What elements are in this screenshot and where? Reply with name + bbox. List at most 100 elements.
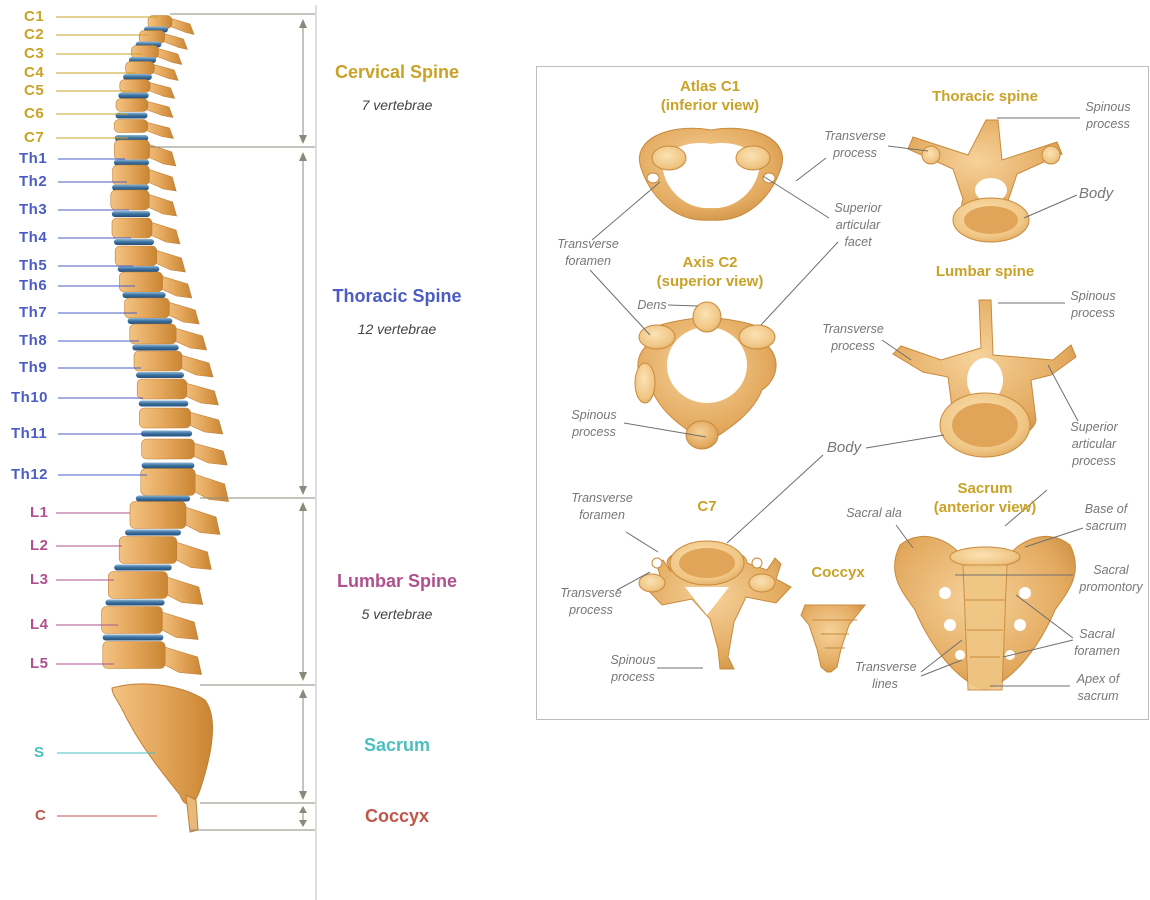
label-l4: L4 [30, 616, 49, 633]
thoracic-vertebra-title: Thoracic spine [900, 87, 1070, 106]
spine-vertebra [142, 439, 228, 469]
thoracic-title: Thoracic Spine [297, 286, 497, 307]
coccyx-title: Coccyx [297, 806, 497, 827]
label-coccyx: C [35, 807, 46, 824]
spine-vertebra [102, 607, 199, 641]
intervertebral-disc [118, 266, 160, 272]
intervertebral-disc [118, 93, 148, 99]
annotation-spinous-process-c7: Spinous process [600, 652, 666, 686]
annotation-body-center: Body [818, 439, 870, 456]
label-c3: C3 [24, 45, 44, 62]
annotation-transverse-process-c7: Transverse process [555, 585, 627, 619]
label-c7: C7 [24, 129, 44, 146]
spine-vertebra [134, 351, 213, 378]
label-th7: Th7 [19, 304, 47, 321]
intervertebral-disc [114, 160, 149, 166]
annotation-transverse-process-2: Transverse process [818, 321, 888, 355]
spine-vertebra [118, 80, 174, 99]
spine-vertebra [116, 99, 174, 119]
label-l5: L5 [30, 655, 49, 672]
label-l1: L1 [30, 504, 49, 521]
spine-vertebra [139, 408, 222, 437]
coccyx-vertebra-title: Coccyx [790, 563, 886, 582]
intervertebral-disc [136, 496, 190, 502]
annotation-sacral-foramen: Sacral foramen [1068, 626, 1126, 660]
spine-vertebra [123, 62, 178, 81]
spine-vertebra [114, 140, 176, 166]
label-th4: Th4 [19, 229, 47, 246]
intervertebral-disc [116, 113, 148, 119]
lumbar-title: Lumbar Spine [297, 571, 497, 592]
annotation-spinous-process-lumbar: Spinous process [1059, 288, 1127, 322]
spine-vertebra [119, 272, 191, 298]
label-th10: Th10 [11, 389, 48, 406]
label-th5: Th5 [19, 257, 47, 274]
intervertebral-disc [141, 431, 192, 437]
spine-vertebra [137, 379, 218, 407]
annotation-transverse-process-1: Transverse process [815, 128, 895, 162]
vertebrae-detail-panel [536, 66, 1149, 720]
label-th11: Th11 [11, 425, 47, 442]
intervertebral-disc [136, 372, 184, 378]
intervertebral-disc [114, 239, 154, 245]
annotation-base-of-sacrum: Base of sacrum [1078, 501, 1134, 535]
intervertebral-disc [128, 318, 173, 324]
intervertebral-disc [142, 463, 195, 469]
label-th9: Th9 [19, 359, 47, 376]
cervical-count: 7 vertebrae [297, 97, 497, 113]
intervertebral-disc [125, 530, 181, 536]
annotation-dens: Dens [630, 297, 674, 314]
sacrum-vertebra-title: Sacrum (anterior view) [905, 479, 1065, 517]
axis-title: Axis C2 (superior view) [630, 253, 790, 291]
label-c5: C5 [24, 82, 44, 99]
label-c6: C6 [24, 105, 44, 122]
annotation-transverse-lines: Transverse lines [855, 659, 915, 693]
label-sacrum: S [34, 744, 45, 761]
spine-vertebra [130, 324, 207, 351]
label-l3: L3 [30, 571, 49, 588]
label-th2: Th2 [19, 173, 47, 190]
annotation-superior-articular-facet: Superior articular facet [818, 200, 898, 251]
spine-vertebra [105, 572, 202, 606]
spine-vertebra [112, 165, 176, 191]
label-c1: C1 [24, 8, 44, 25]
label-c2: C2 [24, 26, 44, 43]
intervertebral-disc [112, 211, 150, 217]
label-th6: Th6 [19, 277, 47, 294]
annotation-body-thoracic: Body [1072, 185, 1120, 202]
intervertebral-disc [103, 635, 164, 641]
lumbar-vertebra-title: Lumbar spine [900, 262, 1070, 281]
thoracic-count: 12 vertebrae [297, 321, 497, 337]
label-th12: Th12 [11, 466, 48, 483]
spine-vertebra [115, 246, 185, 272]
annotation-sacral-ala: Sacral ala [838, 505, 910, 522]
atlas-title: Atlas C1 (inferior view) [630, 77, 790, 115]
label-th3: Th3 [19, 201, 47, 218]
spine-coccyx [186, 795, 198, 832]
c7-title: C7 [667, 497, 747, 516]
intervertebral-disc [122, 292, 165, 298]
spine-sacrum [112, 684, 213, 804]
spine-vertebra [112, 218, 180, 245]
intervertebral-disc [105, 600, 164, 606]
annotation-superior-articular-process: Superior articular process [1060, 419, 1128, 470]
intervertebral-disc [132, 345, 178, 351]
intervertebral-disc [112, 185, 149, 191]
annotation-sacral-promontory: Sacral promontory [1071, 562, 1150, 596]
intervertebral-disc [139, 401, 189, 407]
spine-vertebra [125, 298, 200, 324]
annotation-spinous-process-axis: Spinous process [562, 407, 626, 441]
intervertebral-disc [123, 74, 152, 80]
sacrum-title: Sacrum [297, 735, 497, 756]
spine-vertebra [114, 537, 211, 571]
annotation-transverse-foramen-2: Transverse foramen [565, 490, 639, 524]
spine-vertebra [125, 502, 220, 536]
label-l2: L2 [30, 537, 49, 554]
label-th8: Th8 [19, 332, 47, 349]
spine-vertebra [111, 190, 177, 217]
annotation-spinous-process-thoracic: Spinous process [1073, 99, 1143, 133]
annotation-transverse-foramen-1: Transverse foramen [552, 236, 624, 270]
lumbar-count: 5 vertebrae [297, 606, 497, 622]
intervertebral-disc [114, 565, 172, 571]
label-th1: Th1 [19, 150, 47, 167]
